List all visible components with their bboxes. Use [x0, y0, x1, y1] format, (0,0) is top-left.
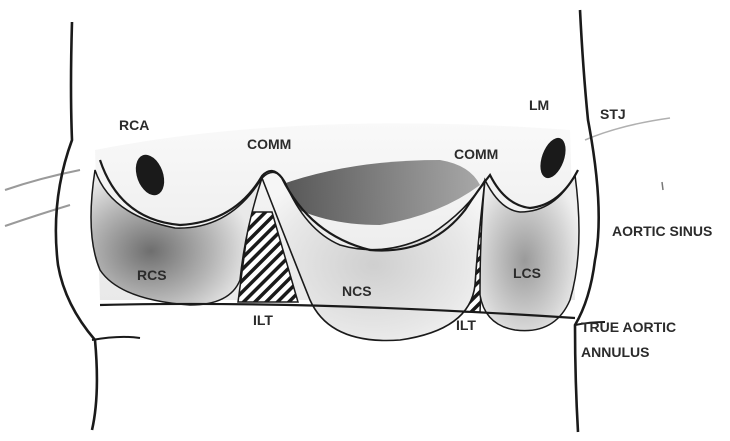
label-rca: RCA [119, 118, 149, 132]
vessel-line-left-lower [5, 205, 70, 226]
label-lm: LM [529, 98, 549, 112]
label-ncs: NCS [342, 284, 372, 298]
label-aortic-sinus: AORTIC SINUS [612, 224, 712, 238]
aortic-sinus-tick [662, 182, 663, 190]
label-annulus: ANNULUS [581, 345, 649, 359]
label-ilt-left: ILT [253, 313, 273, 327]
label-true-aortic: TRUE AORTIC [581, 320, 676, 334]
label-lcs: LCS [513, 266, 541, 280]
vessel-line-left-upper [5, 170, 80, 190]
label-comm-left: COMM [247, 137, 291, 151]
label-stj: STJ [600, 107, 626, 121]
label-ilt-right: ILT [456, 318, 476, 332]
label-rcs: RCS [137, 268, 167, 282]
label-comm-right: COMM [454, 147, 498, 161]
annulus-mark-left [92, 337, 140, 340]
stj-line [585, 118, 670, 140]
